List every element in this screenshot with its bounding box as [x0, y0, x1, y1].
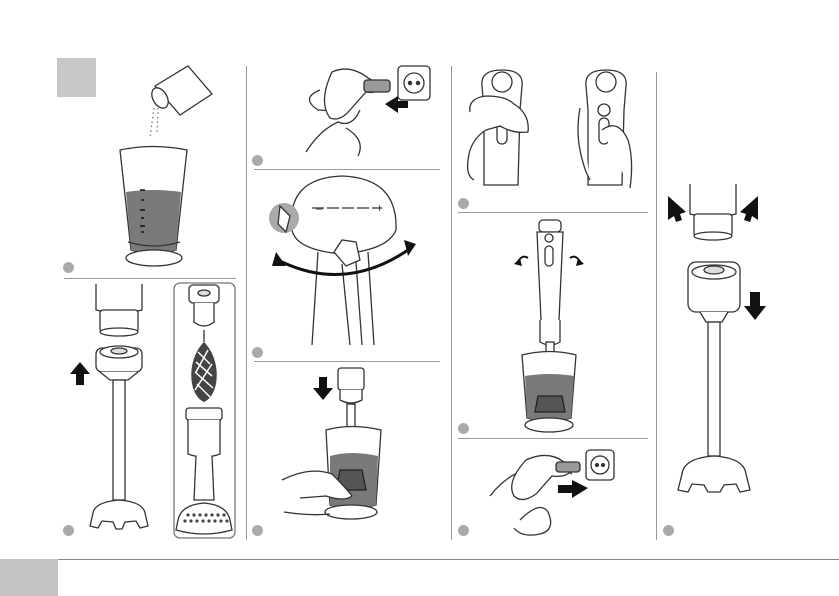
plug-icon	[306, 66, 430, 156]
dial-plus: +	[376, 201, 383, 215]
unplug-icon	[490, 450, 614, 535]
measuring-beaker	[120, 147, 187, 267]
dial-minus: –	[316, 201, 323, 215]
powder-pour-icon	[148, 66, 212, 138]
whisk-icon	[191, 342, 217, 402]
detach-illustration	[678, 184, 750, 492]
immerse-illustration	[282, 368, 381, 519]
hand-press-icon	[468, 70, 632, 188]
footer-line	[58, 559, 839, 560]
arrow-up-icon	[70, 362, 90, 385]
blender-icon	[514, 220, 584, 432]
footer-box	[0, 559, 58, 596]
attach-shaft-illustration	[90, 284, 148, 529]
arrow-down-icon	[744, 292, 766, 320]
arrow-down-icon	[313, 377, 333, 400]
page-footer	[0, 559, 839, 596]
blender-stand-small	[176, 408, 232, 534]
